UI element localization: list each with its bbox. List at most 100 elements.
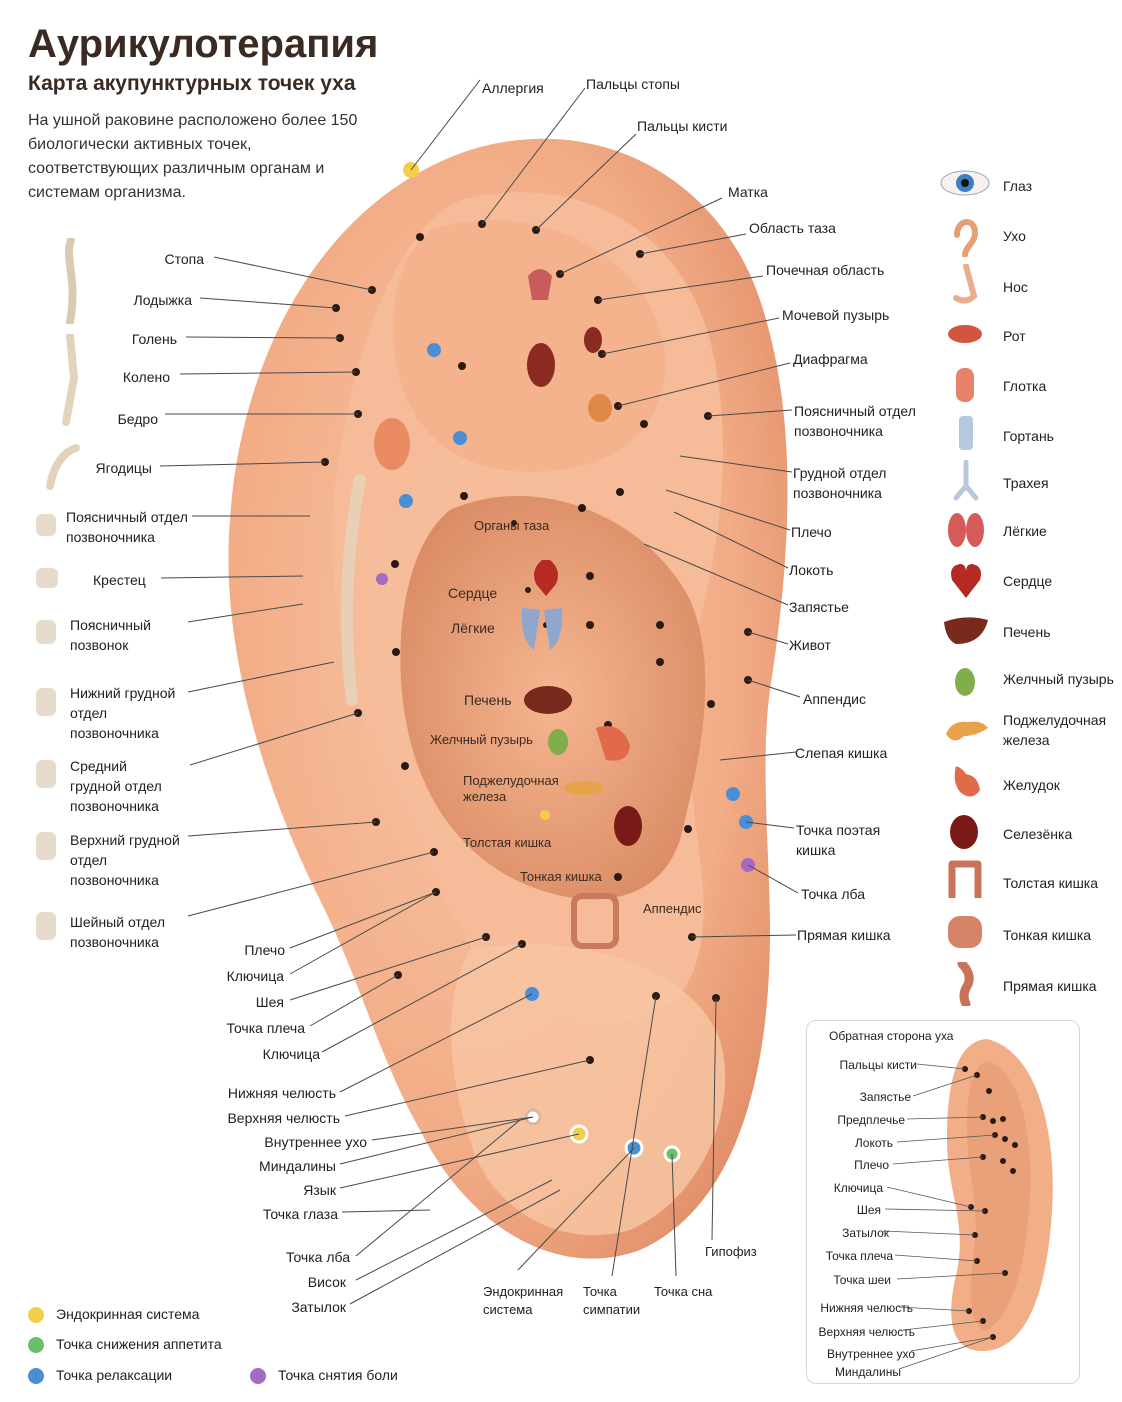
legend-small-intestine: Тонкая кишка [1003, 927, 1092, 943]
label-shoulder: Плечо [244, 942, 285, 958]
label-forehead-right: Точка лба [801, 886, 865, 902]
label-sympathy-point: Точка симпатии [583, 1284, 641, 1317]
label-clavicle-2: Ключица [262, 1046, 320, 1062]
stomach-organ [596, 726, 630, 761]
label-occiput: Затылок [291, 1299, 346, 1315]
legend-gallbladder: Желчный пузырь [1003, 671, 1114, 687]
inset-label-shoulder-point: Точка плеча [825, 1249, 893, 1263]
label-hip: Бедро [117, 411, 158, 427]
kidney-icon [527, 343, 555, 387]
inset-label-forearm: Предплечье [837, 1113, 905, 1127]
leg-icon [62, 334, 79, 426]
label-neck: Шея [255, 994, 284, 1010]
uterus-icon [528, 269, 552, 300]
label-lumbar-vertebra: Поясничный позвонок [70, 617, 151, 653]
inset-label-shoulder: Плечо [854, 1158, 889, 1172]
vertebra-icon [36, 760, 56, 788]
label-toes: Пальцы стопы [586, 76, 680, 92]
label-fingers: Пальцы кисти [637, 118, 728, 134]
inner-label-pelvic-organs: Органы таза [474, 518, 550, 533]
gallbladder-icon [955, 668, 975, 696]
stomach-organ-2 [374, 418, 410, 470]
legend-spleen: Селезёнка [1003, 826, 1073, 842]
label-shoulder-right: Плечо [791, 524, 832, 540]
pancreas-icon [946, 721, 988, 741]
label-eye-point: Точка глаза [262, 1206, 338, 1222]
label-ankle: Лодыжка [133, 292, 192, 308]
label-uterus: Матка [728, 184, 768, 200]
vertebra-icon [36, 688, 56, 716]
label-shoulder-point: Точка плеча [226, 1020, 306, 1036]
label-allergy: Аллергия [482, 80, 544, 96]
stomach-icon [954, 766, 980, 797]
small-intestine-icon [948, 916, 982, 948]
label-kidney-area: Почечная область [766, 262, 885, 278]
pelvis-bone-icon [46, 444, 80, 490]
label-cervical-spine: Шейный отдел позвоночника [70, 914, 166, 950]
label-tongue: Язык [303, 1182, 336, 1198]
lungs-organ [521, 608, 563, 650]
colon-icon [948, 860, 982, 898]
label-clavicle: Ключица [226, 968, 284, 984]
sacrum-icon [36, 568, 58, 588]
liver-icon [944, 617, 988, 644]
legend-appetite: Точка снижения аппетита [28, 1336, 222, 1354]
lungs-icon [948, 513, 984, 547]
inner-label-liver: Печень [464, 692, 512, 708]
label-point-right: Точка поэтая кишка [796, 822, 881, 858]
label-upper-jaw: Верхняя челюсть [227, 1110, 340, 1126]
larynx-icon [959, 416, 973, 450]
nose-icon [953, 264, 978, 304]
label-lumbar-spine: Поясничный отдел позвоночника [66, 509, 188, 545]
inset-label-wrist: Запястье [859, 1090, 911, 1104]
inset-back-of-ear: Обратная сторона уха Пальцы кисти Запяст… [806, 1020, 1080, 1384]
label-upper-thoracic: Верхний грудной отдел позвоночника [70, 832, 180, 888]
label-endocrine: Эндокринная система [483, 1284, 564, 1317]
legend-endocrine: Эндокринная система [28, 1306, 199, 1324]
label-thoracic-spine-right: Грудной отдел позвоночника [793, 465, 887, 501]
legend-relaxation: Точка релаксации [28, 1367, 172, 1385]
inset-label-clavicle: Ключица [833, 1181, 883, 1195]
label-sleep-point: Точка сна [654, 1284, 713, 1299]
legend-stomach: Желудок [1003, 777, 1060, 793]
inner-label-gallbladder: Желчный пузырь [430, 732, 533, 747]
legend-heart: Сердце [1003, 573, 1053, 589]
legend-colon: Толстая кишка [1003, 875, 1099, 891]
label-appendix-right: Аппендис [803, 691, 867, 707]
inset-label-neck-point: Точка шеи [833, 1273, 891, 1287]
legend-pharynx: Глотка [1003, 378, 1047, 394]
inset-label-neck: Шея [856, 1203, 881, 1217]
label-forehead-point: Точка лба [286, 1249, 350, 1265]
spine-icon [64, 238, 77, 324]
legend-mouth: Рот [1003, 328, 1026, 344]
eye-icon [940, 170, 990, 196]
label-shin: Голень [131, 331, 177, 347]
legend-ear: Ухо [1003, 228, 1026, 244]
page-title: Аурикулотерапия [28, 22, 379, 66]
vertebra-icon [36, 620, 56, 644]
legend-eye: Глаз [1003, 178, 1033, 194]
legend-larynx: Гортань [1003, 428, 1054, 444]
legend-pancreas: Поджелудочная железа [1003, 712, 1107, 748]
intro-text: На ушной раковине расположено более 150 … [28, 112, 358, 201]
legend-rectum: Прямая кишка [1003, 978, 1097, 994]
appetite-dot-icon [28, 1337, 44, 1354]
label-wrist-right: Запястье [789, 599, 849, 615]
label-pituitary: Гипофиз [705, 1244, 757, 1259]
label-lumbar-spine-right: Поясничный отдел позвоночника [794, 403, 916, 439]
label-abdomen-right: Живот [789, 637, 831, 653]
label-lower-thoracic: Нижний грудной отдел позвоночника [70, 685, 176, 741]
mouth-icon [948, 325, 982, 343]
bladder-icon [588, 394, 612, 422]
legend-nose: Нос [1003, 279, 1028, 295]
liver-organ [524, 686, 572, 714]
page-subtitle: Карта акупунктурных точек уха [28, 72, 356, 95]
ear-lobe [451, 944, 726, 1236]
inset-label-fingers: Пальцы кисти [839, 1058, 917, 1072]
label-bladder: Мочевой пузырь [782, 307, 890, 323]
legend-trachea: Трахея [1003, 475, 1049, 491]
inner-organs [340, 269, 642, 949]
kidney-icon-2 [584, 327, 602, 353]
inset-label-lower-jaw: Нижняя челюсть [820, 1301, 913, 1315]
